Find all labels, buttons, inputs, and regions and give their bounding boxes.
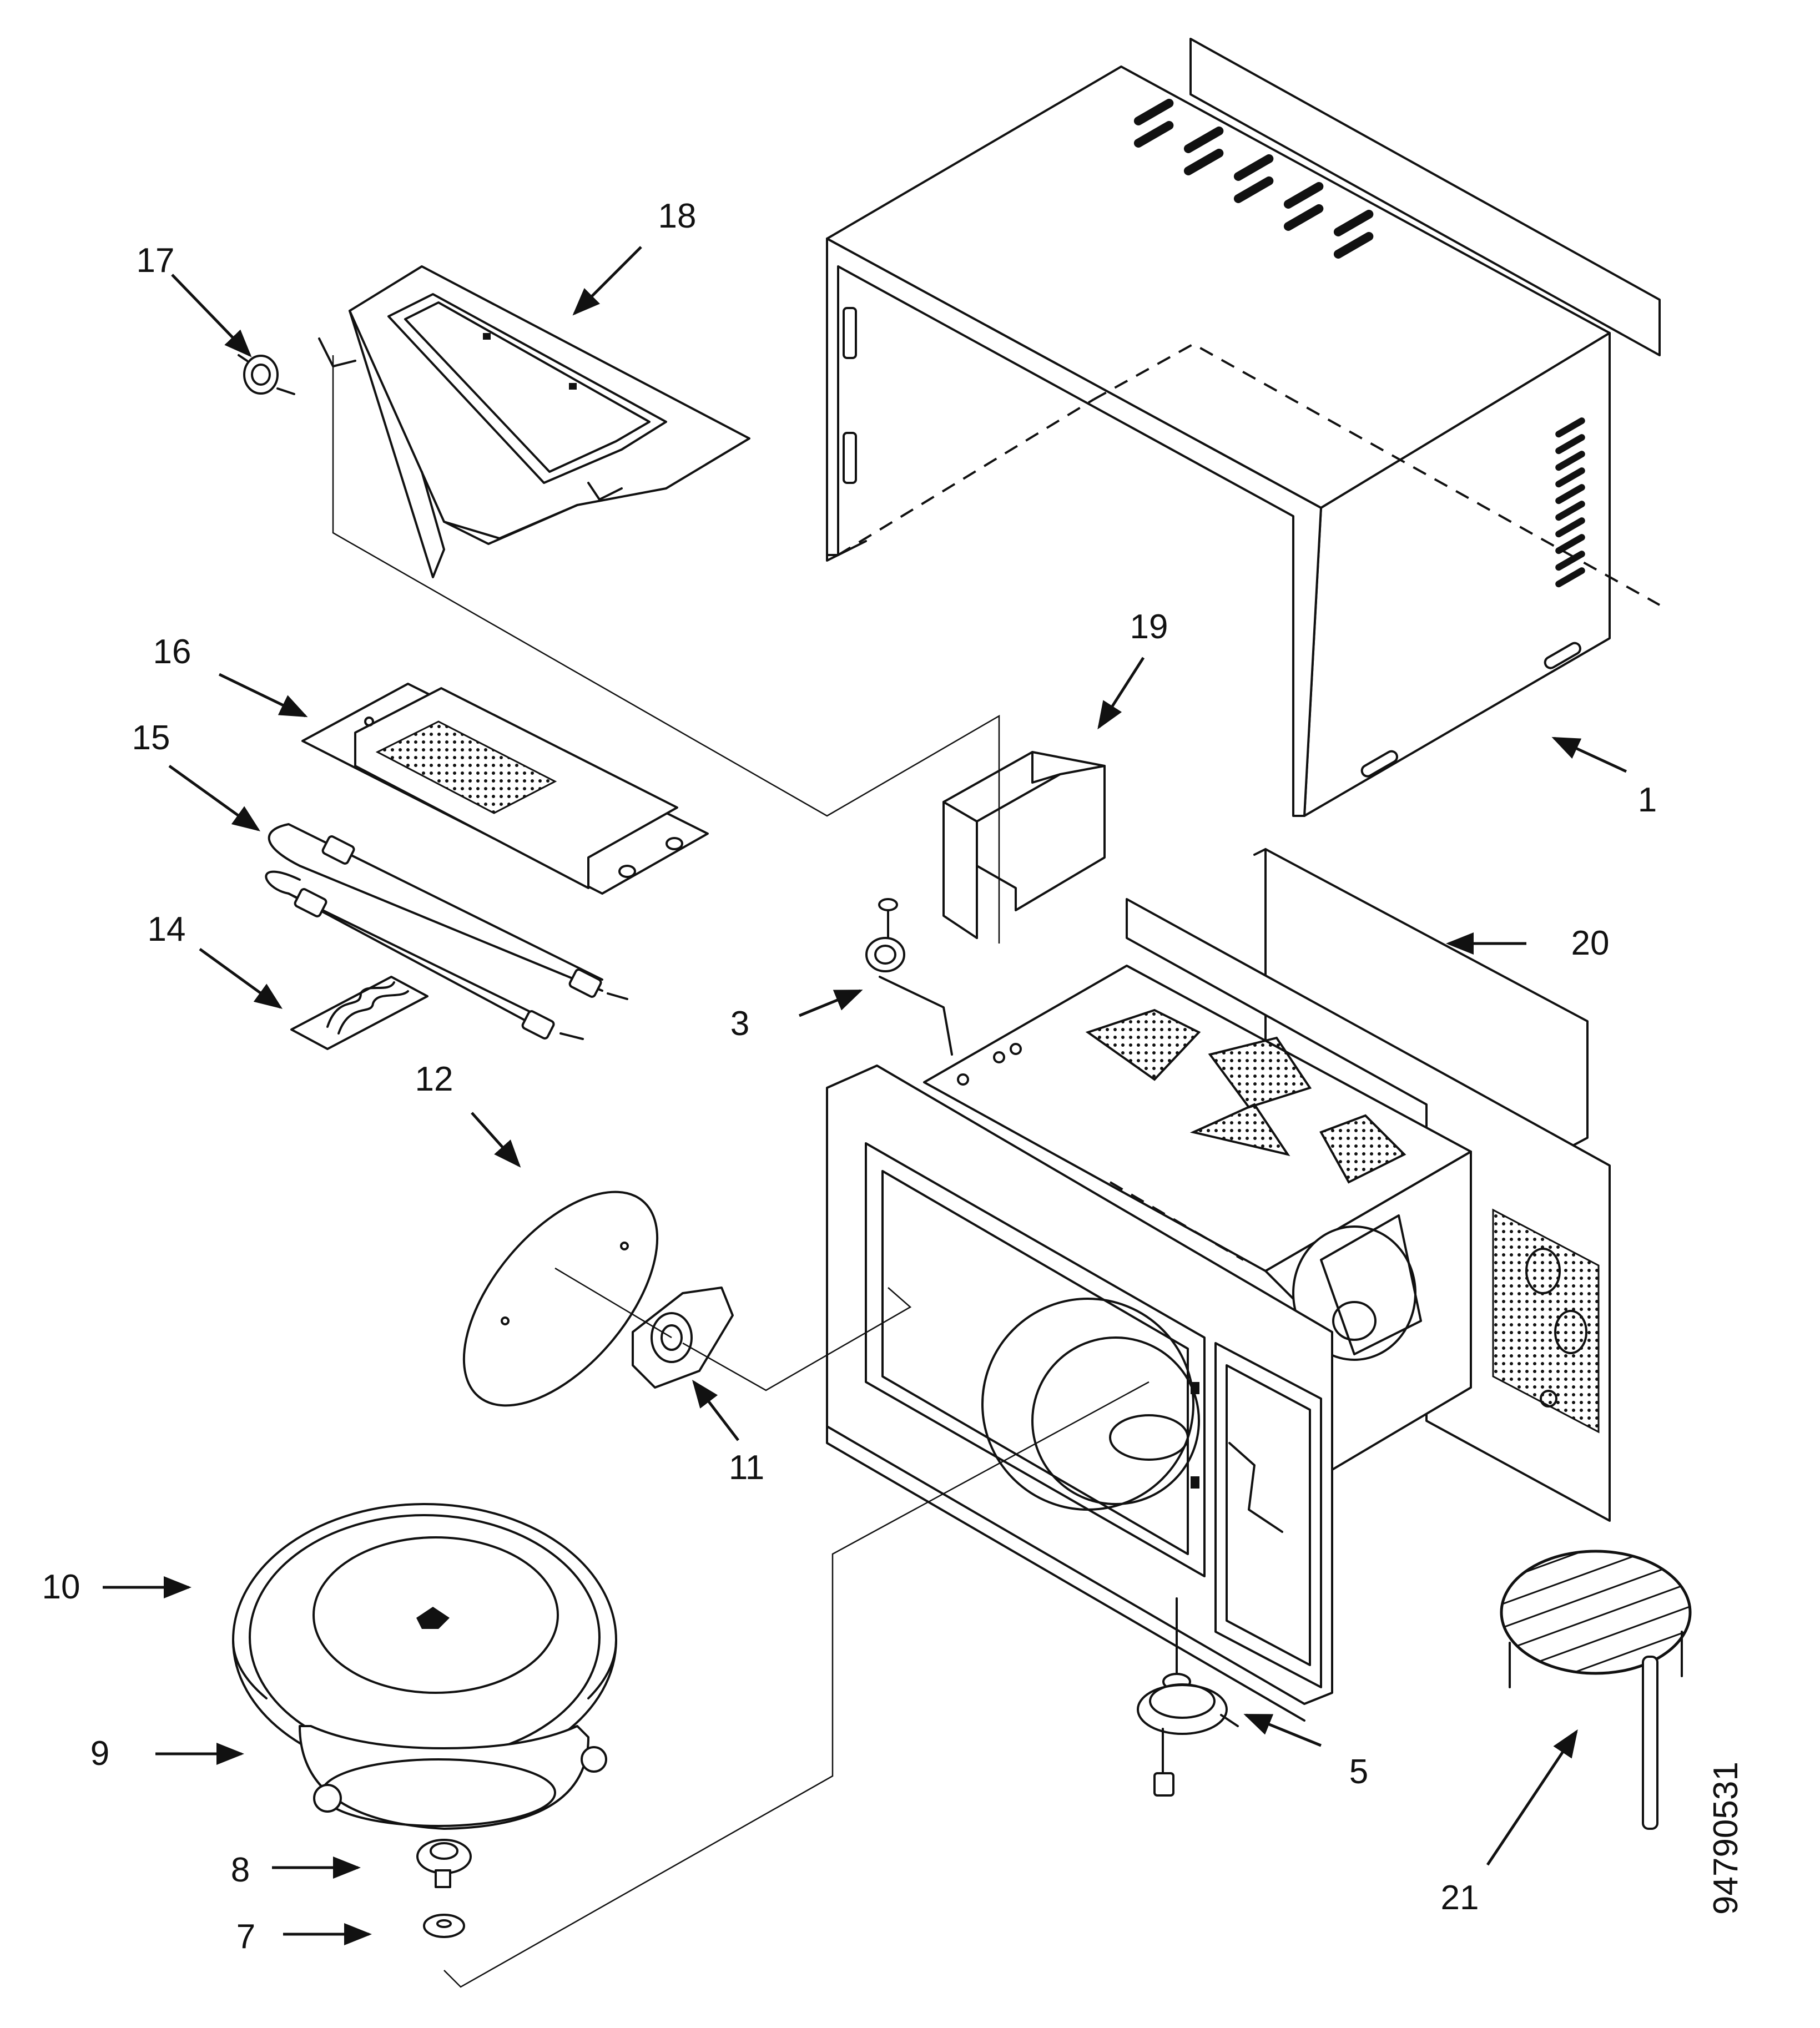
heater-bracket-14 <box>290 976 428 1050</box>
callout-9: 9 <box>90 1734 109 1773</box>
waveguide-bracket <box>318 265 750 578</box>
callout-19: 19 <box>1130 608 1168 646</box>
callout-labels: 1 3 5 7 8 9 10 11 12 14 15 16 17 18 19 2… <box>42 197 1657 1956</box>
thermal-fuse-3 <box>865 898 953 1056</box>
cabinet-side-vents <box>1555 417 1585 588</box>
callout-10: 10 <box>42 1568 80 1606</box>
shield-19 <box>942 751 1106 939</box>
oven-cavity <box>826 898 1611 1722</box>
turntable-motor-5 <box>1137 1597 1239 1797</box>
callout-arrows <box>103 246 1627 1945</box>
callout-16: 16 <box>153 633 191 671</box>
glass-tray-10 <box>232 1503 617 1777</box>
top-vent-panels <box>1085 1008 1406 1184</box>
callout-20: 20 <box>1571 924 1610 962</box>
callout-8: 8 <box>231 1851 250 1889</box>
stirrer-cover-12 <box>462 1190 659 1407</box>
stirrer-hub-11 <box>632 1287 734 1389</box>
callout-12: 12 <box>415 1060 453 1098</box>
thermostat-17 <box>238 354 295 395</box>
outer-cabinet <box>826 38 1661 817</box>
grill-rack-21 <box>1500 1550 1692 1830</box>
callout-14: 14 <box>148 910 186 949</box>
callout-17: 17 <box>137 241 175 280</box>
assembly-guide-lines <box>332 355 1150 1988</box>
callout-3: 3 <box>730 1005 749 1043</box>
callout-15: 15 <box>132 719 170 757</box>
callout-21: 21 <box>1441 1879 1479 1917</box>
heater-cover-16 <box>301 683 709 895</box>
roller-ring-9 <box>299 1725 607 1830</box>
callout-7: 7 <box>236 1918 255 1956</box>
callout-18: 18 <box>658 197 697 235</box>
document-number: 94790531 <box>1707 1762 1745 1915</box>
cabinet-top-vents <box>1133 98 1374 259</box>
callout-1: 1 <box>1638 781 1657 819</box>
callout-5: 5 <box>1349 1753 1368 1791</box>
heater-element-15 <box>265 823 628 1040</box>
washer-7 <box>423 1914 465 1938</box>
callout-11: 11 <box>729 1449 764 1487</box>
coupler-8 <box>416 1839 472 1888</box>
